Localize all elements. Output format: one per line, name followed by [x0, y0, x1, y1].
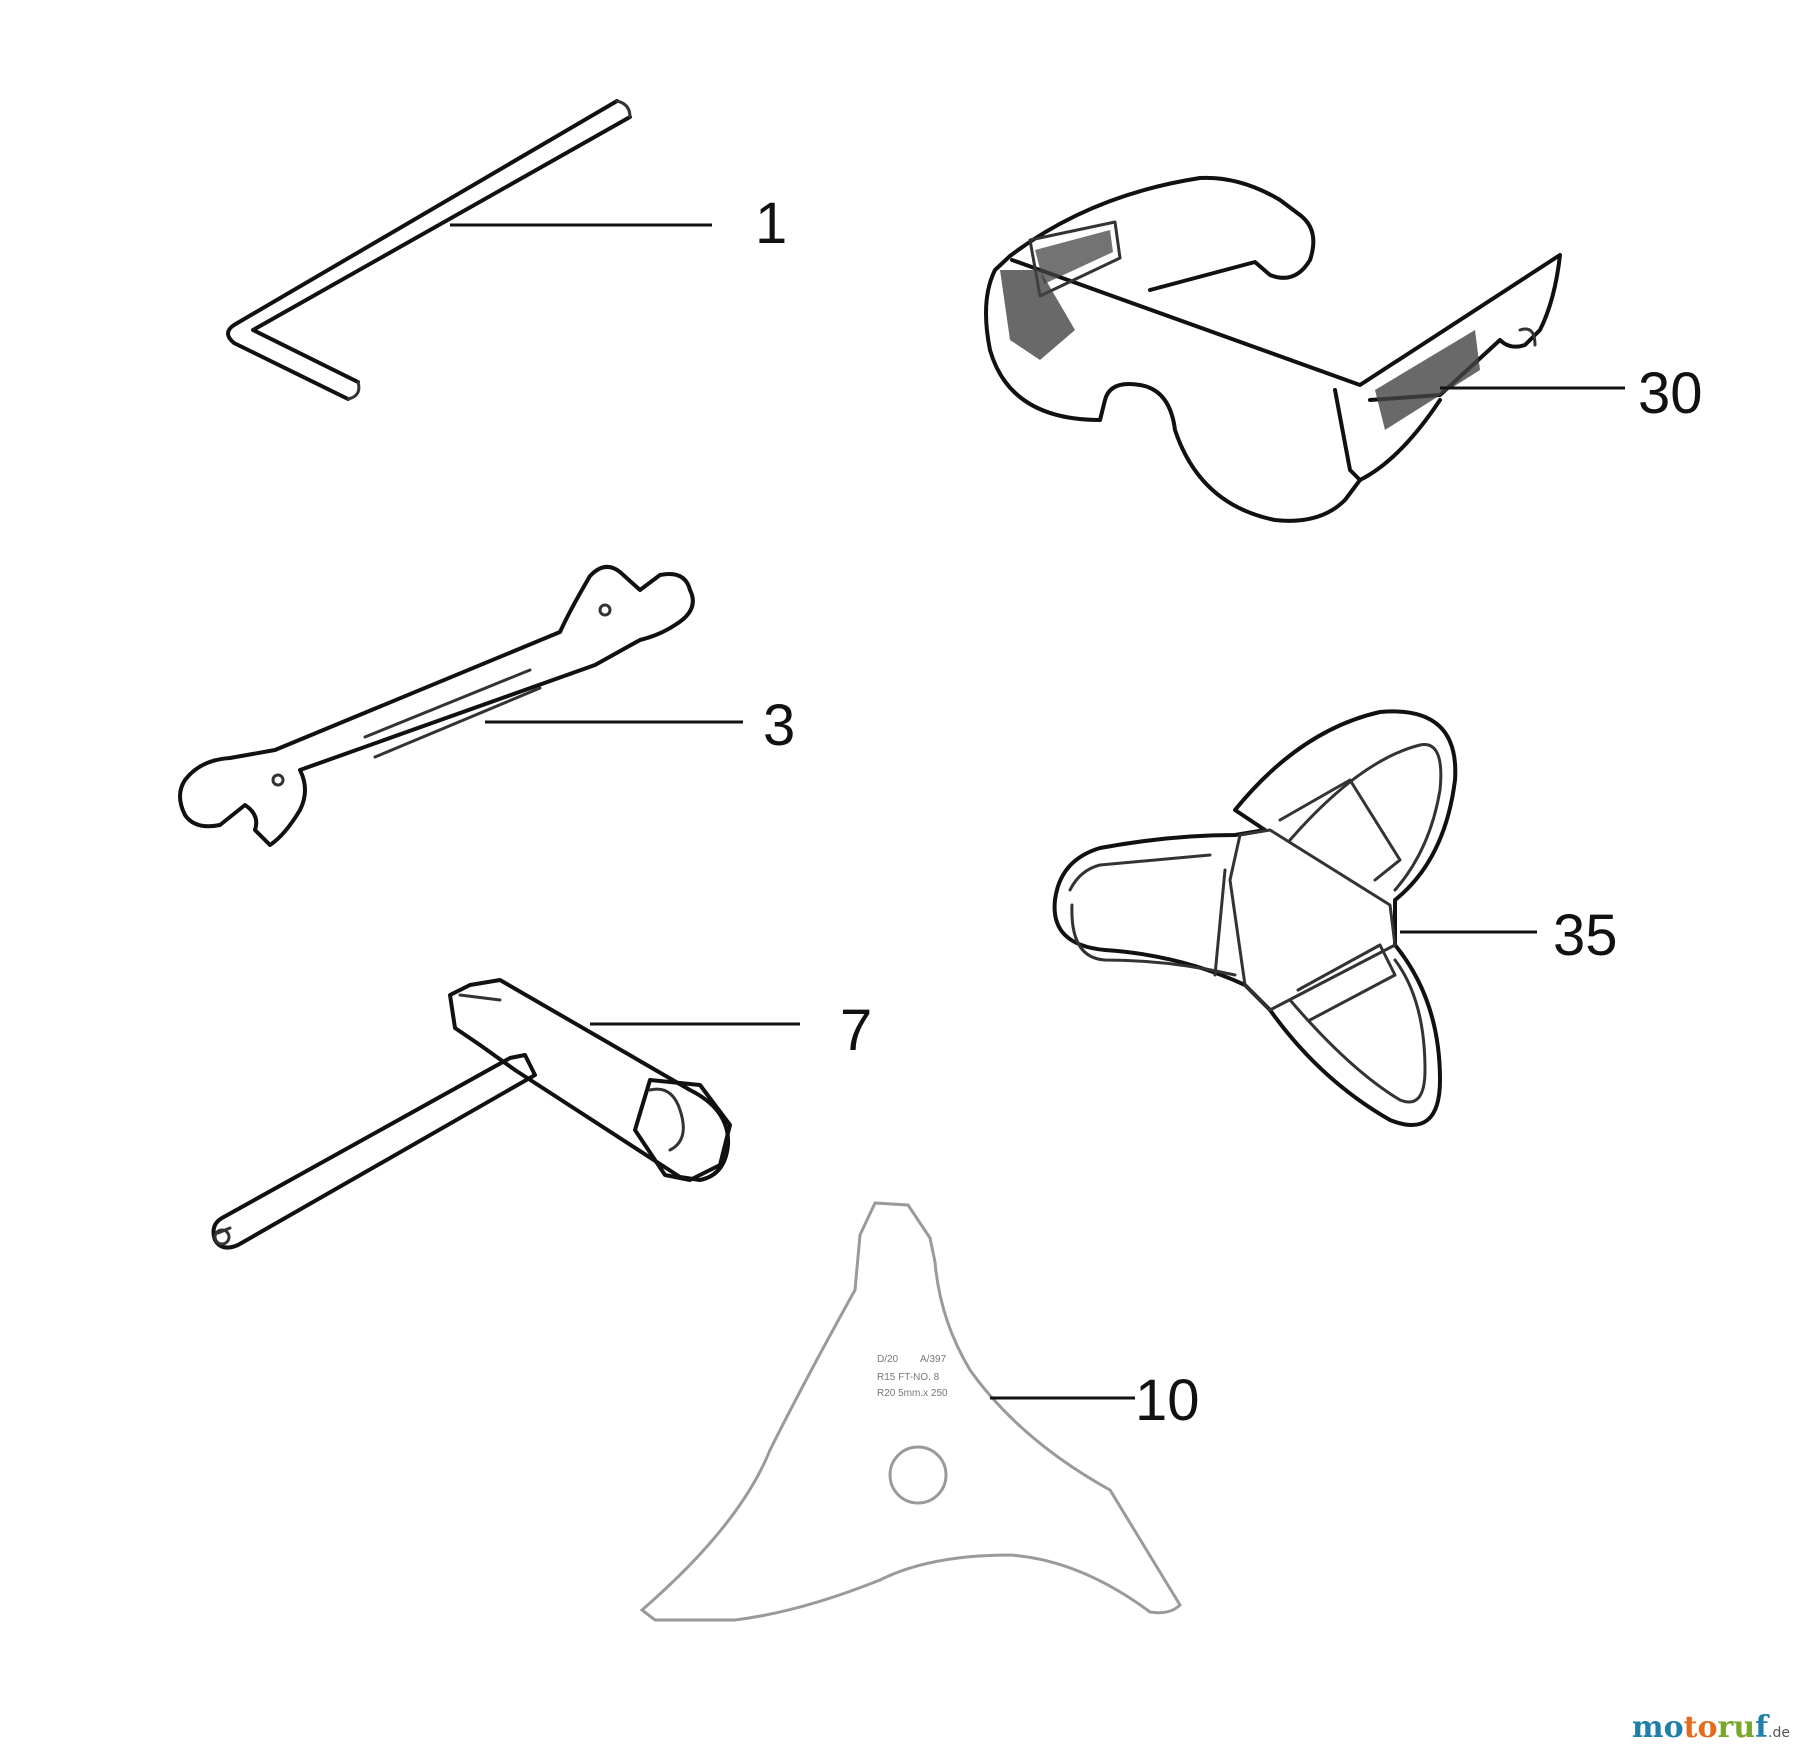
- callout-3: 3: [763, 693, 795, 758]
- watermark-tld: .de: [1768, 1725, 1790, 1741]
- callout-30: 30: [1638, 361, 1703, 426]
- watermark-part-1: mo: [1631, 1710, 1684, 1745]
- blade-guard-icon: [1052, 709, 1458, 1127]
- three-tooth-blade-icon: D/20 A/397 R15 FT-NO. 8 R20 5mm.x 250: [639, 1201, 1182, 1622]
- motoruf-watermark: motoruf.de: [1632, 1710, 1790, 1745]
- watermark-part-2: to: [1683, 1710, 1718, 1745]
- blade-label-line-2: A/397: [920, 1354, 947, 1365]
- hex-key-icon: [226, 99, 632, 401]
- callout-7: 7: [840, 998, 872, 1063]
- safety-glasses-icon: [984, 175, 1562, 523]
- open-end-wrench-icon: [178, 564, 695, 847]
- callout-10: 10: [1135, 1368, 1200, 1433]
- callout-35: 35: [1553, 903, 1618, 968]
- watermark-part-3: ru: [1717, 1710, 1756, 1745]
- blade-label-line-1: D/20: [877, 1354, 899, 1365]
- callout-1: 1: [755, 191, 787, 256]
- blade-label-line-4: R20 5mm.x 250: [877, 1388, 948, 1399]
- spark-plug-socket-wrench-icon: [211, 978, 732, 1250]
- blade-label-line-3: R15 FT-NO. 8: [877, 1372, 940, 1383]
- watermark-part-4: f: [1755, 1710, 1769, 1745]
